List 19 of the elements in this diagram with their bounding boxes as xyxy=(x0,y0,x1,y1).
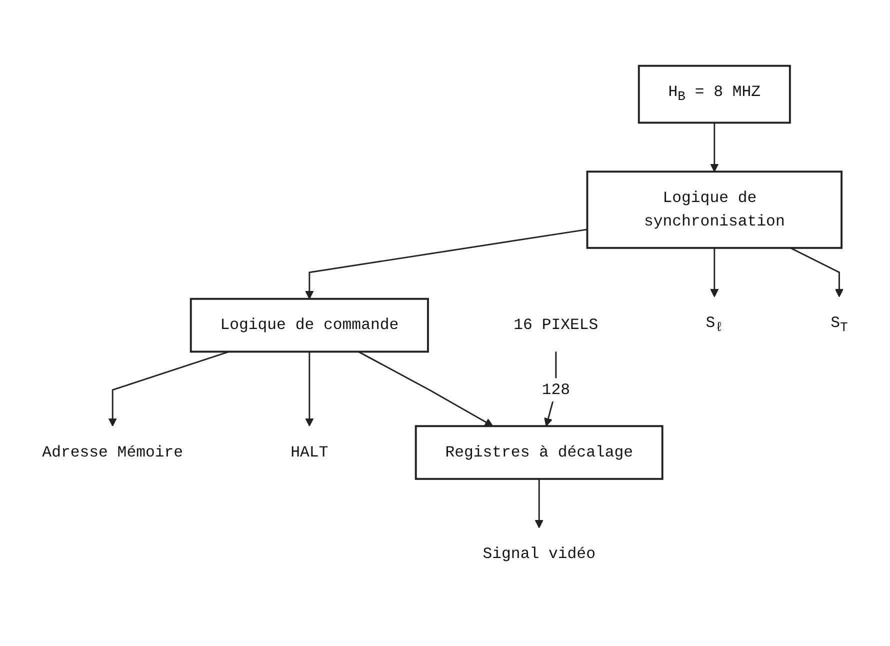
node-text: 16 PIXELS xyxy=(514,316,598,334)
node-text: Adresse Mémoire xyxy=(42,443,184,462)
node-box xyxy=(190,298,429,352)
arrow xyxy=(710,122,719,172)
node-text: S$_{T}$ xyxy=(830,314,848,336)
block-diagram: 128 16 PIXELS Adresse Mémoire HALT Registres à décalage Signal vidéo Logique de commande Logique de synchronisation S$_{ℓ}$ S$_{T}$ H$_{B}$ = 8 MHZ xyxy=(5,58,885,588)
arrow xyxy=(108,350,230,426)
arrow xyxy=(710,248,719,297)
arrow xyxy=(534,478,544,528)
node-text: Signal vidéo xyxy=(482,545,596,563)
node-box xyxy=(638,64,791,124)
arrow xyxy=(305,228,588,300)
arrow xyxy=(790,247,844,297)
node-box xyxy=(414,424,664,480)
node-text: HALT xyxy=(290,443,328,462)
node-text: S$_{ℓ}$ xyxy=(706,314,724,336)
arrow xyxy=(358,350,494,426)
node-box xyxy=(586,170,843,249)
arrow xyxy=(305,351,314,426)
